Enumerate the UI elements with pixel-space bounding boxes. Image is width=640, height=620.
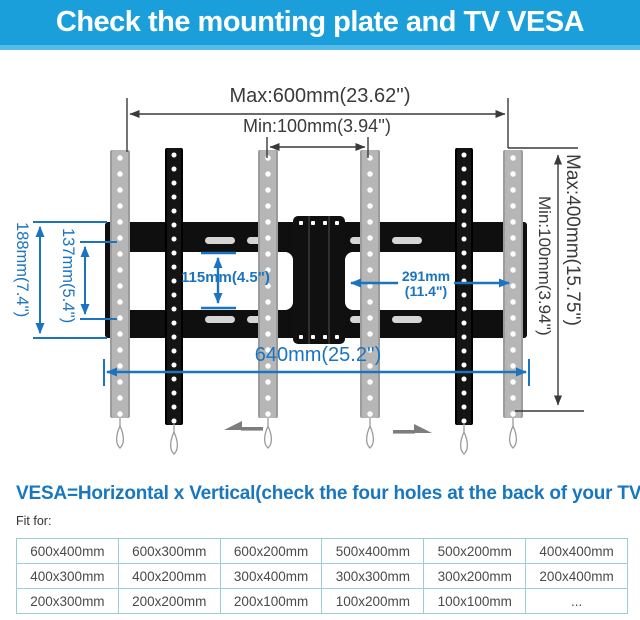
plate-slot [205, 237, 235, 244]
table-row: 600x400mm 600x300mm 600x200mm 500x400mm … [16, 538, 628, 564]
vesa-rail-gray-4 [503, 150, 523, 418]
table-row: 400x300mm 400x200mm 300x400mm 300x300mm … [16, 563, 628, 589]
dim-bottom-width-label: 640mm(25.2'') [254, 344, 382, 366]
vesa-size-table: 600x400mm 600x300mm 600x200mm 500x400mm … [16, 538, 628, 614]
vesa-size-cell: 600x300mm [117, 538, 221, 564]
extension-line [507, 98, 578, 149]
vesa-size-cell: 400x200mm [117, 563, 221, 589]
table-row: 200x300mm 200x200mm 200x100mm 100x200mm … [16, 588, 628, 614]
extension-line [266, 137, 369, 158]
vesa-size-cell: 200x300mm [16, 588, 119, 614]
fit-for-label: Fit for: [16, 514, 52, 528]
vesa-size-cell: 400x400mm [525, 538, 628, 564]
vesa-size-cell: 200x400mm [525, 563, 628, 589]
plate-center-column [293, 216, 345, 344]
vesa-size-cell: 600x200mm [219, 538, 323, 564]
vesa-note: VESA=Horizontal x Vertical(check the fou… [16, 483, 640, 504]
vesa-size-cell: 100x200mm [321, 588, 425, 614]
dim-top-max-label: Max:600mm(23.62'') [229, 85, 411, 107]
center-hole-row [299, 221, 339, 225]
vesa-size-cell: 500x400mm [321, 538, 425, 564]
vesa-size-cell: 600x400mm [16, 538, 119, 564]
slide-left-icon [224, 421, 263, 431]
vesa-size-cell: 300x200mm [423, 563, 527, 589]
dim-top-min-label: Min:100mm(3.94'') [243, 116, 391, 136]
dim-right-max-label: Max:400mm(15.75'') [562, 154, 583, 326]
dim-291-label: 291mm (11.4") [398, 268, 454, 301]
slide-right-icon [393, 424, 432, 434]
dim-115-label: 115mm(4.5") [181, 269, 270, 286]
vesa-size-cell: 100x100mm [423, 588, 527, 614]
vesa-rail-black-2 [455, 148, 473, 425]
dim-291-line2: (11.4") [404, 283, 448, 300]
dim-291-line1: 291mm [401, 268, 451, 284]
vesa-size-cell: 300x300mm [321, 563, 425, 589]
vesa-rail-gray-3 [360, 150, 380, 418]
dim-left-inner-label: 137mm(5.4'') [59, 228, 77, 324]
plate-slot [392, 237, 422, 244]
vesa-size-cell: 200x100mm [219, 588, 323, 614]
dim-left-outer-label: 188mm(7.4'') [13, 222, 31, 318]
vesa-size-cell: 500x200mm [423, 538, 527, 564]
vesa-size-cell: ... [525, 588, 628, 614]
plate-slot [205, 316, 235, 323]
vesa-rail-gray-1 [110, 150, 130, 418]
vesa-rail-gray-2 [258, 150, 278, 418]
vesa-rail-black-1 [165, 148, 183, 425]
center-hole-row [299, 335, 339, 339]
vesa-size-cell: 400x300mm [16, 563, 119, 589]
vesa-size-cell: 200x200mm [117, 588, 221, 614]
page-title: Check the mounting plate and TV VESA [55, 6, 585, 38]
header-banner: Check the mounting plate and TV VESA [0, 0, 640, 50]
dim-right-min-label: Min:100mm(3.94'') [535, 196, 554, 336]
plate-slot [392, 316, 422, 323]
vesa-size-cell: 300x400mm [219, 563, 323, 589]
